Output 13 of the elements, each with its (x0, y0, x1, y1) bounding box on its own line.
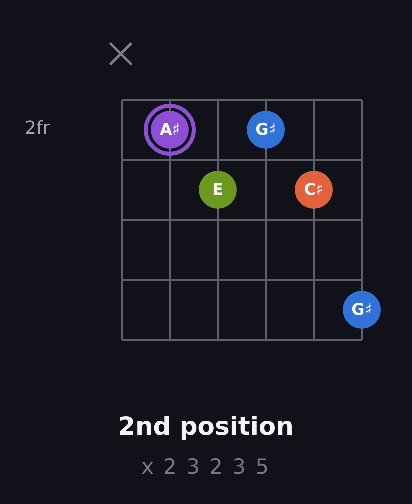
chord-title: 2nd position (118, 413, 294, 440)
fret-number: 2fr (25, 119, 50, 139)
note-name: C♯ (304, 182, 324, 198)
root-note-dot (144, 104, 196, 156)
fingering-text: x 2 3 2 3 5 (141, 456, 271, 480)
note-name: G♯ (256, 122, 276, 138)
note-name: A♯ (160, 122, 180, 138)
note-name: G♯ (352, 302, 372, 318)
note-dot (199, 171, 237, 209)
note-dot (295, 171, 333, 209)
note-dot (343, 291, 381, 329)
note-name: E (212, 182, 224, 198)
note-dot (247, 111, 285, 149)
